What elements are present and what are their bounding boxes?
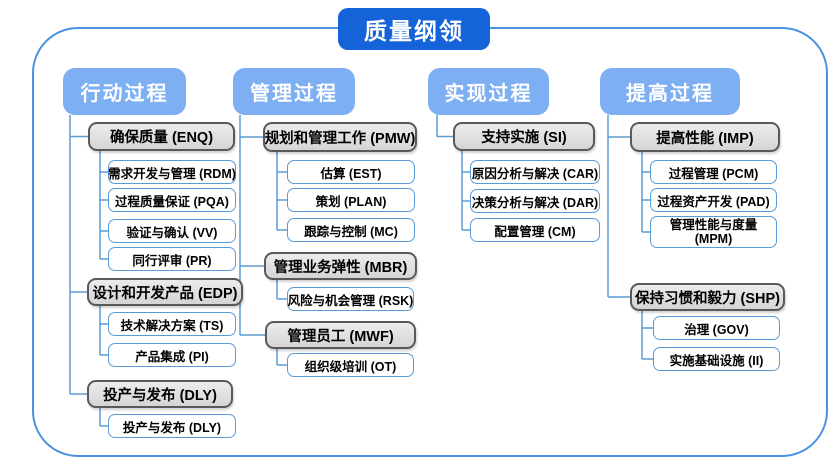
diagram-title: 质量纲领: [338, 8, 490, 50]
leaf-node-gov: 治理 (GOV): [653, 316, 780, 340]
leaf-node-pad: 过程资产开发 (PAD): [650, 188, 777, 212]
leaf-node-dar: 决策分析与解决 (DAR): [470, 189, 600, 213]
group-node-edp: 设计和开发产品 (EDP): [87, 278, 243, 306]
column-header-management-process: 管理过程: [233, 68, 355, 115]
leaf-node-vv: 验证与确认 (VV): [108, 219, 236, 243]
leaf-node-mc: 跟踪与控制 (MC): [287, 218, 415, 242]
leaf-node-rsk: 风险与机会管理 (RSK): [287, 287, 414, 311]
leaf-node-dly: 投产与发布 (DLY): [108, 414, 236, 438]
group-node-mbr: 管理业务弹性 (MBR): [264, 252, 417, 280]
leaf-node-ts: 技术解决方案 (TS): [108, 312, 236, 336]
leaf-node-ii: 实施基础设施 (II): [653, 347, 780, 371]
group-node-mwf: 管理员工 (MWF): [265, 321, 416, 349]
group-node-si: 支持实施 (SI): [453, 122, 595, 151]
group-node-shp: 保持习惯和毅力 (SHP): [630, 283, 785, 311]
group-node-dly: 投产与发布 (DLY): [87, 380, 233, 408]
leaf-node-est: 估算 (EST): [287, 160, 415, 184]
leaf-node-cm: 配置管理 (CM): [470, 218, 600, 242]
group-node-enq: 确保质量 (ENQ): [88, 122, 235, 151]
column-header-implementation-process: 实现过程: [428, 68, 549, 115]
leaf-node-pqa: 过程质量保证 (PQA): [108, 188, 236, 212]
leaf-node-rdm: 需求开发与管理 (RDM): [108, 160, 236, 184]
leaf-node-pi: 产品集成 (PI): [108, 343, 236, 367]
group-node-imp: 提高性能 (IMP): [630, 122, 780, 152]
column-header-improvement-process: 提高过程: [600, 68, 740, 115]
leaf-node-mpm: 管理性能与度量 (MPM): [650, 216, 777, 248]
leaf-node-plan: 策划 (PLAN): [287, 188, 415, 212]
column-header-action-process: 行动过程: [63, 68, 186, 115]
leaf-node-pr: 同行评审 (PR): [108, 247, 236, 271]
leaf-node-car: 原因分析与解决 (CAR): [470, 160, 600, 184]
leaf-node-ot: 组织级培训 (OT): [287, 353, 414, 377]
leaf-node-pcm: 过程管理 (PCM): [650, 160, 777, 184]
group-node-pmw: 规划和管理工作 (PMW): [263, 122, 417, 152]
